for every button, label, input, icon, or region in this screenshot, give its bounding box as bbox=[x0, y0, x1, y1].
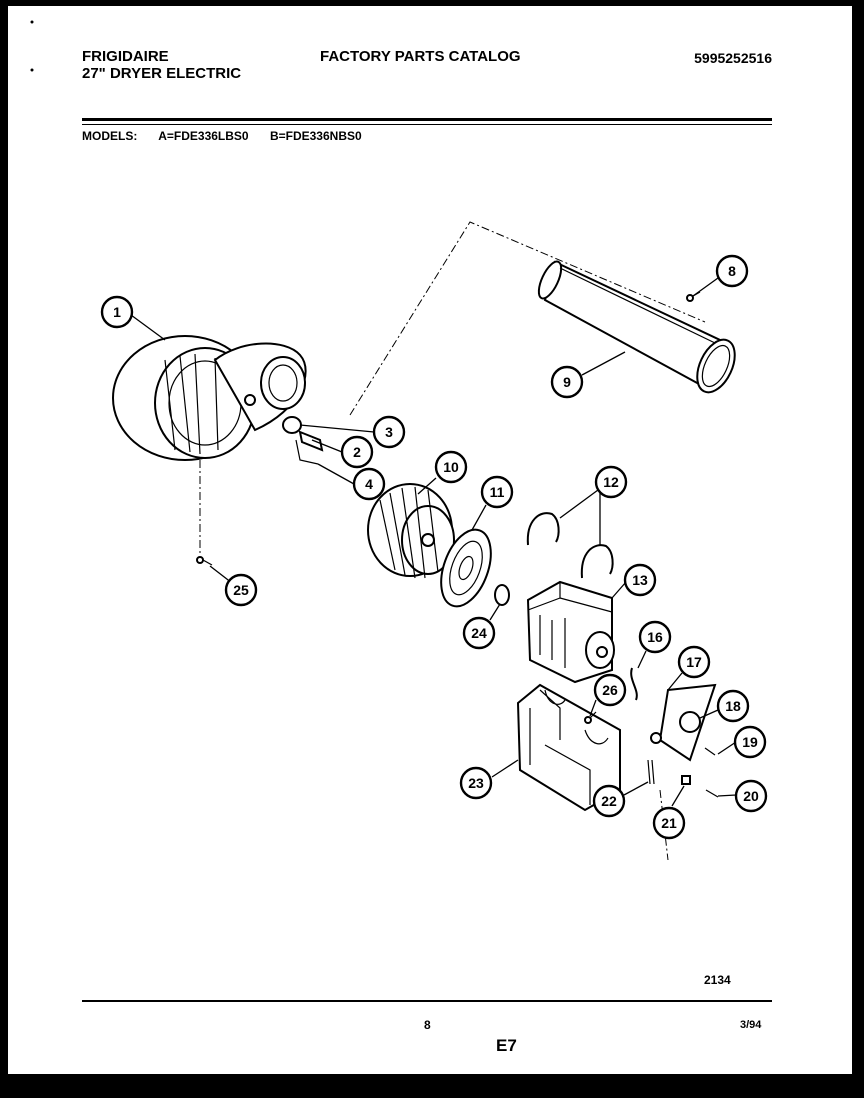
brand-name: FRIGIDAIRE bbox=[82, 48, 169, 65]
catalog-title: FACTORY PARTS CATALOG bbox=[320, 48, 521, 65]
seal-clamp-bracket bbox=[244, 394, 324, 465]
header-rule-thick bbox=[82, 118, 772, 121]
callout-16-label: 16 bbox=[647, 629, 663, 645]
nut-and-washer bbox=[647, 759, 691, 785]
callout-2-label: 2 bbox=[353, 444, 361, 460]
callout-22-label: 22 bbox=[601, 793, 617, 809]
callout-18-label: 18 bbox=[725, 698, 741, 714]
callout-22: 22 bbox=[592, 784, 626, 818]
callout-11-label: 11 bbox=[490, 484, 505, 500]
stray-mark bbox=[30, 20, 34, 24]
motor-clamps bbox=[526, 512, 614, 579]
catalog-number: 5995252516 bbox=[694, 50, 772, 66]
callout-10-label: 10 bbox=[443, 459, 459, 475]
callout-20-label: 20 bbox=[743, 788, 759, 804]
drive-motor bbox=[526, 580, 615, 684]
figure-number: 2134 bbox=[704, 973, 731, 987]
page-number: 8 bbox=[424, 1018, 431, 1032]
callout-4: 4 bbox=[352, 467, 386, 501]
callout-1: 1 bbox=[100, 295, 134, 329]
models-line: MODELS: A=FDE336LBS0 B=FDE336NBS0 bbox=[82, 129, 380, 143]
callout-9: 9 bbox=[550, 365, 584, 399]
shaft-spacer bbox=[494, 584, 510, 606]
callout-21-label: 21 bbox=[661, 815, 677, 831]
section-code: E7 bbox=[496, 1036, 517, 1055]
callout-25: 25 bbox=[224, 573, 258, 607]
callout-19: 19 bbox=[733, 725, 767, 759]
callout-20: 20 bbox=[734, 779, 768, 813]
callout-3-label: 3 bbox=[385, 424, 393, 440]
callout-12-label: 12 bbox=[603, 474, 619, 490]
footer-rule bbox=[82, 1000, 772, 1002]
housing-screw bbox=[196, 556, 213, 566]
header-rule-thin bbox=[82, 124, 772, 125]
callout-12: 12 bbox=[594, 465, 628, 499]
mount-screw bbox=[584, 711, 597, 724]
blower-wheel bbox=[367, 483, 455, 579]
callout-leaders bbox=[130, 277, 737, 807]
alignment-line-duct bbox=[349, 221, 706, 416]
callout-16: 16 bbox=[638, 620, 672, 654]
callout-4-label: 4 bbox=[365, 476, 373, 492]
stray-mark bbox=[30, 68, 34, 72]
idler-screws bbox=[704, 747, 719, 798]
model-b: B=FDE336NBS0 bbox=[269, 129, 362, 143]
blower-housing bbox=[112, 335, 307, 461]
callout-25-label: 25 bbox=[233, 582, 249, 598]
callout-11: 11 bbox=[480, 475, 514, 509]
callout-9-label: 9 bbox=[563, 374, 571, 390]
revision-date: 3/94 bbox=[740, 1019, 762, 1031]
duct-screw bbox=[686, 291, 701, 302]
callout-8: 8 bbox=[715, 254, 749, 288]
callout-10: 10 bbox=[434, 450, 468, 484]
models-label: MODELS: bbox=[82, 129, 138, 143]
callout-23-label: 23 bbox=[468, 775, 484, 791]
model-a: A=FDE336LBS0 bbox=[158, 129, 249, 143]
callout-21: 21 bbox=[652, 806, 686, 840]
blower-seal-disc bbox=[440, 528, 492, 608]
callout-19-label: 19 bbox=[742, 734, 758, 750]
idler-arm-assembly bbox=[650, 683, 717, 762]
callout-26-label: 26 bbox=[602, 682, 618, 698]
callout-24-label: 24 bbox=[471, 625, 487, 641]
product-name: 27" DRYER ELECTRIC bbox=[82, 65, 242, 82]
callout-13: 13 bbox=[623, 563, 657, 597]
callout-17: 17 bbox=[677, 645, 711, 679]
callout-8-label: 8 bbox=[728, 263, 736, 279]
exhaust-duct bbox=[537, 260, 736, 394]
callout-17-label: 17 bbox=[686, 654, 702, 670]
brand-block: FRIGIDAIRE 27" DRYER ELECTRIC bbox=[82, 48, 241, 82]
callout-24: 24 bbox=[462, 616, 496, 650]
callout-1-label: 1 bbox=[113, 304, 121, 320]
callout-18: 18 bbox=[716, 689, 750, 723]
idler-spring bbox=[630, 667, 638, 701]
callout-23: 23 bbox=[459, 766, 493, 800]
callout-2: 2 bbox=[340, 435, 374, 469]
callout-3: 3 bbox=[372, 415, 406, 449]
callout-13-label: 13 bbox=[632, 572, 648, 588]
callout-26: 26 bbox=[593, 673, 627, 707]
